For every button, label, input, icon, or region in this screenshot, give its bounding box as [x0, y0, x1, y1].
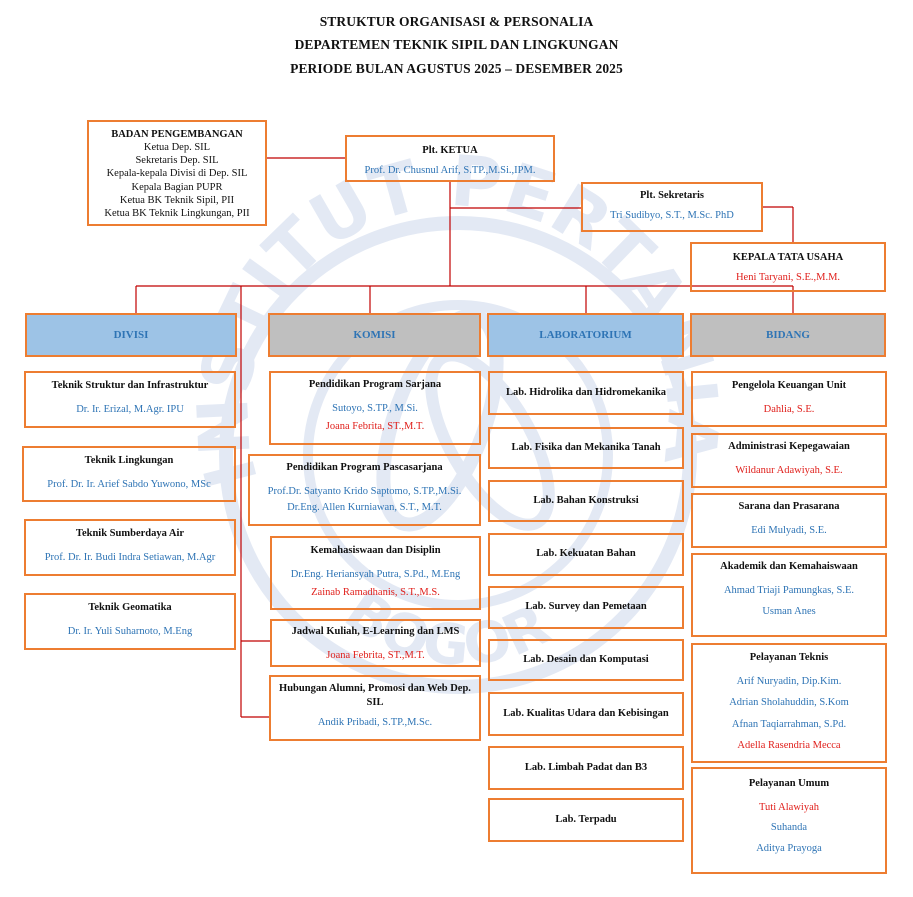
divisi-title: Teknik Sumberdaya Air [75, 528, 185, 539]
lab-item: Lab. Desain dan Komputasi [488, 639, 684, 681]
komisi-item: Hubungan Alumni, Promosi dan Web Dep. SI… [269, 675, 481, 741]
bidang-name: Arif Nuryadin, Dip.Kim. [736, 676, 842, 688]
bidang-title: Administrasi Kepegawaian [728, 441, 850, 452]
komisi-item: Jadwal Kuliah, E-Learning dan LMS Joana … [270, 619, 481, 667]
komisi-title: Pendidikan Program Pascasarjana [286, 462, 443, 473]
divisi-name: Dr. Ir. Yuli Suharnoto, M.Eng [67, 626, 193, 638]
lab-item: Lab. Survey dan Pemetaan [488, 586, 684, 629]
bidang-title: Pengelola Keuangan Unit [731, 380, 847, 391]
komisi-name: Joana Febrita, ST.,M.T. [326, 650, 425, 662]
badan-title: BADAN PENGEMBANGAN [111, 129, 243, 140]
lab-item: Lab. Hidrolika dan Hidromekanika [488, 371, 684, 415]
lab-item: Lab. Kualitas Udara dan Kebisingan [488, 692, 684, 736]
divisi-name: Prof. Dr. Ir. Budi Indra Setiawan, M.Agr [44, 552, 216, 564]
bidang-item: Sarana dan Prasarana Edi Mulyadi, S.E. [691, 493, 887, 548]
tata-usaha-box: KEPALA TATA USAHA Heni Taryani, S.E.,M.M… [690, 242, 886, 292]
divisi-item: Teknik Struktur dan Infrastruktur Dr. Ir… [24, 371, 236, 428]
bidang-title: Pelayanan Umum [748, 778, 830, 789]
divisi-item: Teknik Geomatika Dr. Ir. Yuli Suharnoto,… [24, 593, 236, 650]
header-bidang: BIDANG [690, 313, 886, 357]
title-line-1: STRUKTUR ORGANISASI & PERSONALIA [319, 14, 594, 29]
badan-member: Ketua BK Teknik Lingkungan, PII [104, 207, 250, 219]
bidang-name: Adella Rasendria Mecca [737, 739, 841, 751]
bidang-item: Pelayanan Umum Tuti Alawiyah Suhanda Adi… [691, 767, 887, 874]
komisi-name: Dr.Eng. Allen Kurniawan, S.T., M.T. [287, 502, 442, 514]
header-komisi: KOMISI [268, 313, 481, 357]
divisi-item: Teknik Lingkungan Prof. Dr. Ir. Arief Sa… [22, 446, 236, 502]
title-line-2: DEPARTEMEN TEKNIK SIPIL DAN LINGKUNGAN [294, 37, 619, 52]
lab-item: Lab. Limbah Padat dan B3 [488, 746, 684, 790]
title-line-3: PERIODE BULAN AGUSTUS 2025 – DESEMBER 20… [290, 61, 623, 76]
lab-item: Lab. Kekuatan Bahan [488, 533, 684, 576]
komisi-name: Sutoyo, S.TP., M.Si. [332, 403, 418, 415]
bidang-item: Administrasi Kepegawaian Wildanur Adawiy… [691, 433, 887, 488]
tata-usaha-name: Heni Taryani, S.E.,M.M. [735, 272, 841, 284]
badan-member: Sekretaris Dep. SIL [135, 155, 219, 167]
komisi-name: Prof.Dr. Satyanto Krido Saptomo, S.TP.,M… [267, 486, 462, 498]
badan-member: Kepala Bagian PUPR [131, 181, 223, 193]
sekretaris-box: Plt. Sekretaris Tri Sudibyo, S.T., M.Sc.… [581, 182, 763, 232]
divisi-title: Teknik Struktur dan Infrastruktur [51, 380, 209, 391]
bidang-name: Edi Mulyadi, S.E. [751, 525, 827, 537]
bidang-name: Usman Anes [762, 606, 816, 618]
divisi-item: Teknik Sumberdaya Air Prof. Dr. Ir. Budi… [24, 519, 236, 576]
divisi-title: Teknik Lingkungan [84, 455, 174, 466]
bidang-name: Wildanur Adawiyah, S.E. [735, 465, 843, 477]
sekretaris-name: Tri Sudibyo, S.T., M.Sc. PhD [610, 210, 734, 222]
komisi-item: Kemahasiswaan dan Disiplin Dr.Eng. Heria… [270, 536, 481, 610]
lab-item: Lab. Fisika dan Mekanika Tanah [488, 427, 684, 469]
komisi-title: Pendidikan Program Sarjana [308, 379, 442, 390]
bidang-name: Afnan Taqiarrahman, S.Pd. [731, 718, 847, 730]
badan-pengembangan-box: BADAN PENGEMBANGAN Ketua Dep. SIL Sekret… [87, 120, 267, 226]
badan-member: Kepala-kepala Divisi di Dep. SIL [106, 168, 248, 180]
badan-member: Ketua Dep. SIL [143, 142, 211, 154]
komisi-item: Pendidikan Program Pascasarjana Prof.Dr.… [248, 454, 481, 526]
bidang-name: Aditya Prayoga [756, 842, 822, 854]
komisi-name: Zainab Ramadhanis, S.T.,M.S. [311, 587, 440, 599]
header-laboratorium: LABORATORIUM [487, 313, 684, 357]
bidang-item: Akademik dan Kemahaiswaan Ahmad Triaji P… [691, 553, 887, 637]
sekretaris-title: Plt. Sekretaris [640, 190, 704, 201]
bidang-name: Suhanda [770, 822, 808, 834]
komisi-title: Kemahasiswaan dan Disiplin [310, 545, 441, 556]
komisi-name: Andik Pribadi, S.TP.,M.Sc. [317, 717, 433, 729]
divisi-title: Teknik Geomatika [88, 602, 172, 613]
bidang-title: Akademik dan Kemahaiswaan [720, 561, 858, 572]
divisi-name: Prof. Dr. Ir. Arief Sabdo Yuwono, MSc [47, 479, 211, 491]
divisi-name: Dr. Ir. Erizal, M.Agr. IPU [76, 404, 184, 416]
bidang-name: Dahlia, S.E. [763, 404, 815, 416]
header-divisi: DIVISI [25, 313, 237, 357]
komisi-title: Hubungan Alumni, Promosi dan Web Dep. SI… [279, 683, 471, 709]
badan-member: Ketua BK Teknik Sipil, PII [119, 194, 235, 206]
komisi-title: Jadwal Kuliah, E-Learning dan LMS [291, 626, 460, 637]
ketua-name: Prof. Dr. Chusnul Arif, S.TP.,M.Si.,IPM. [364, 165, 536, 177]
tata-usaha-title: KEPALA TATA USAHA [732, 252, 844, 263]
lab-item: Lab. Terpadu [488, 798, 684, 842]
lab-item: Lab. Bahan Konstruksi [488, 480, 684, 522]
bidang-item: Pengelola Keuangan Unit Dahlia, S.E. [691, 371, 887, 427]
ketua-title: Plt. KETUA [422, 145, 478, 156]
komisi-item: Pendidikan Program Sarjana Sutoyo, S.TP.… [269, 371, 481, 445]
ketua-box: Plt. KETUA Prof. Dr. Chusnul Arif, S.TP.… [345, 135, 555, 182]
bidang-name: Ahmad Triaji Pamungkas, S.E. [723, 585, 855, 597]
bidang-title: Pelayanan Teknis [749, 652, 829, 663]
bidang-title: Sarana dan Prasarana [738, 501, 840, 512]
bidang-name: Adrian Sholahuddin, S.Kom [729, 697, 849, 709]
bidang-name: Tuti Alawiyah [759, 802, 819, 814]
bidang-item: Pelayanan Teknis Arif Nuryadin, Dip.Kim.… [691, 643, 887, 763]
komisi-name: Dr.Eng. Heriansyah Putra, S.Pd., M.Eng [290, 569, 461, 581]
komisi-name: Joana Febrita, ST.,M.T. [325, 421, 425, 433]
